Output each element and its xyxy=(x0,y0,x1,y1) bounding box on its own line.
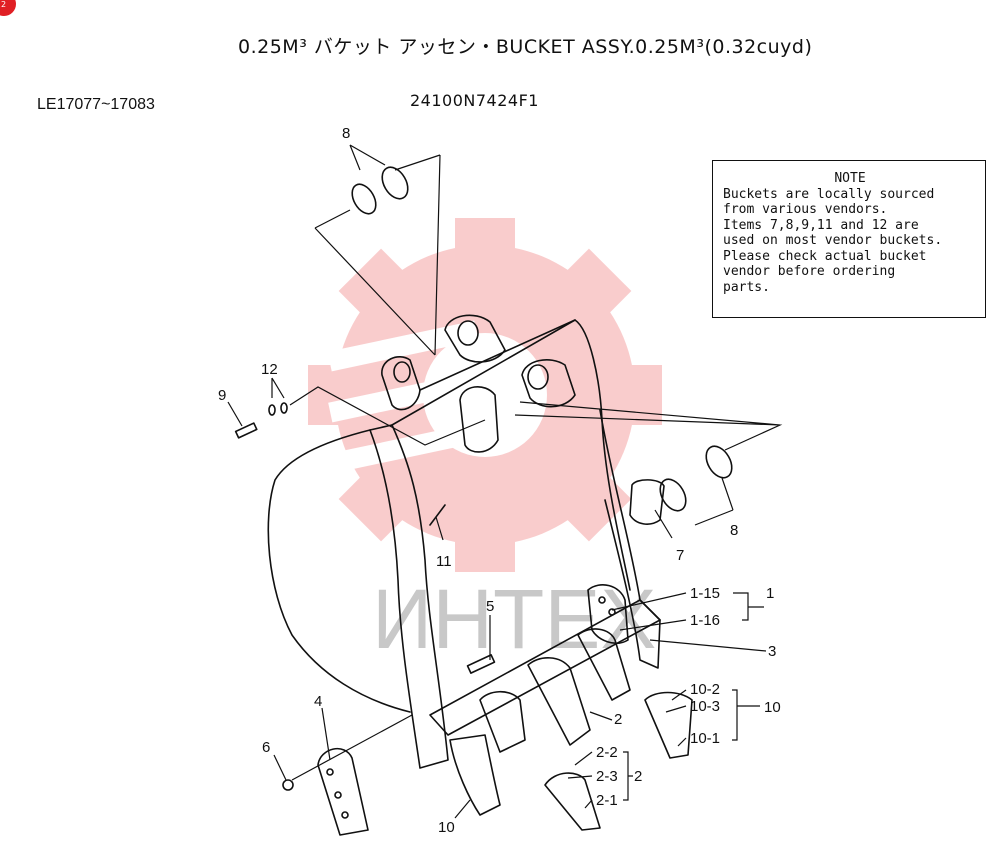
replacement-tooth-2 xyxy=(544,772,601,831)
leader-12-bracket xyxy=(289,386,486,446)
leader-6 xyxy=(273,754,287,781)
note-box: NOTE Buckets are locally sourced from va… xyxy=(712,160,986,318)
pin-11 xyxy=(429,504,446,526)
note-line: Buckets are locally sourced xyxy=(723,186,935,202)
side-cutter xyxy=(317,747,369,836)
note-line: Items 7,8,9,11 and 12 are xyxy=(723,217,919,233)
callout-8-right: 8 xyxy=(730,522,738,539)
tooth-mid xyxy=(527,657,591,746)
diagram-title: 0.25M³ バケット アッセン・BUCKET ASSY.0.25M³(0.32… xyxy=(238,36,813,58)
bucket-top-edge xyxy=(419,319,576,391)
callout-5: 5 xyxy=(486,598,494,615)
pin-bolt-9 xyxy=(234,422,258,439)
leader-7 xyxy=(654,509,673,539)
boss-ear-middle xyxy=(459,386,499,453)
leader-10-2 xyxy=(671,689,687,701)
leader-2 xyxy=(589,711,613,721)
callout-2-group: 2 xyxy=(634,768,642,785)
o-ring-8b xyxy=(381,166,409,200)
leader-12 xyxy=(271,377,285,399)
bushing-7 xyxy=(629,479,665,525)
replacement-tooth-10 xyxy=(644,691,693,759)
leader-10-bottom xyxy=(454,799,471,819)
washer-12a xyxy=(268,404,276,416)
callout-10-2: 10-2 xyxy=(690,681,720,698)
bracket-1 xyxy=(733,592,764,621)
boss-ear-left xyxy=(381,356,421,411)
tooth-right xyxy=(577,628,631,701)
leader-1-15 xyxy=(611,592,687,611)
adapter-plate xyxy=(587,584,629,645)
bracket-10 xyxy=(732,689,760,741)
note-title: NOTE xyxy=(834,171,866,186)
callout-8-top: 8 xyxy=(342,125,350,142)
leader-8-right xyxy=(694,477,734,526)
callout-1: 1 xyxy=(766,585,774,602)
nut-6 xyxy=(282,779,294,791)
callout-4: 4 xyxy=(314,693,322,710)
callout-2-3: 2-3 xyxy=(596,768,618,785)
callout-1-16: 1-16 xyxy=(690,612,720,629)
leader-10-1 xyxy=(677,737,687,747)
o-ring-8a xyxy=(351,183,377,215)
bolt-5 xyxy=(466,654,496,674)
leader-4 xyxy=(321,707,331,761)
leader-10-3 xyxy=(665,705,687,713)
leader-6-bracket xyxy=(291,714,413,781)
callout-11: 11 xyxy=(436,553,452,570)
leader-8-top xyxy=(349,144,386,171)
o-ring-8d xyxy=(705,445,733,479)
callout-2-1: 2-1 xyxy=(596,792,618,809)
boss-ear-upper xyxy=(444,314,506,363)
serial-range: LE17077~17083 xyxy=(37,96,155,113)
callout-7: 7 xyxy=(676,547,684,564)
bucket-side-plate-left xyxy=(369,424,449,769)
leader-2-2 xyxy=(574,751,593,766)
corner-badge-text: 2 xyxy=(1,0,7,9)
leader-2-3 xyxy=(567,775,593,779)
leader-9 xyxy=(227,401,243,427)
bucket-side-plate-right xyxy=(599,409,661,669)
washer-12b xyxy=(280,402,288,414)
callout-10-1: 10-1 xyxy=(690,730,720,747)
callout-6: 6 xyxy=(262,739,270,756)
callout-10-bottom: 10 xyxy=(438,819,455,836)
bracket-2 xyxy=(623,751,633,801)
callout-3: 3 xyxy=(768,643,776,660)
leader-3 xyxy=(649,639,767,652)
bucket-shell xyxy=(267,429,411,713)
leader-8-right-bracket xyxy=(514,401,783,451)
callout-9: 9 xyxy=(218,387,226,404)
callout-1-15: 1-15 xyxy=(690,585,720,602)
callout-10-3: 10-3 xyxy=(690,698,720,715)
callout-2: 2 xyxy=(614,711,622,728)
corner-badge: 2 xyxy=(0,0,16,16)
o-ring-8c xyxy=(659,478,687,512)
callout-2-2: 2-2 xyxy=(596,744,618,761)
leader-11 xyxy=(435,516,444,541)
part-number: 24100N7424F1 xyxy=(410,91,539,110)
leader-8-top-bracket xyxy=(314,154,441,356)
note-line: parts. xyxy=(723,279,770,295)
note-line: Please check actual bucket xyxy=(723,248,927,264)
note-line: used on most vendor buckets. xyxy=(723,233,943,248)
leader-1-16 xyxy=(619,619,687,631)
note-line: vendor before ordering xyxy=(723,264,896,279)
tooth-mid-left xyxy=(479,690,526,753)
leader-2-1 xyxy=(584,799,593,809)
note-line: from various vendors. xyxy=(723,202,888,217)
callout-12: 12 xyxy=(261,361,278,378)
callout-10-group: 10 xyxy=(764,699,781,716)
watermark-text: ИНТЕХ xyxy=(372,572,656,666)
tooth-left xyxy=(449,734,501,816)
